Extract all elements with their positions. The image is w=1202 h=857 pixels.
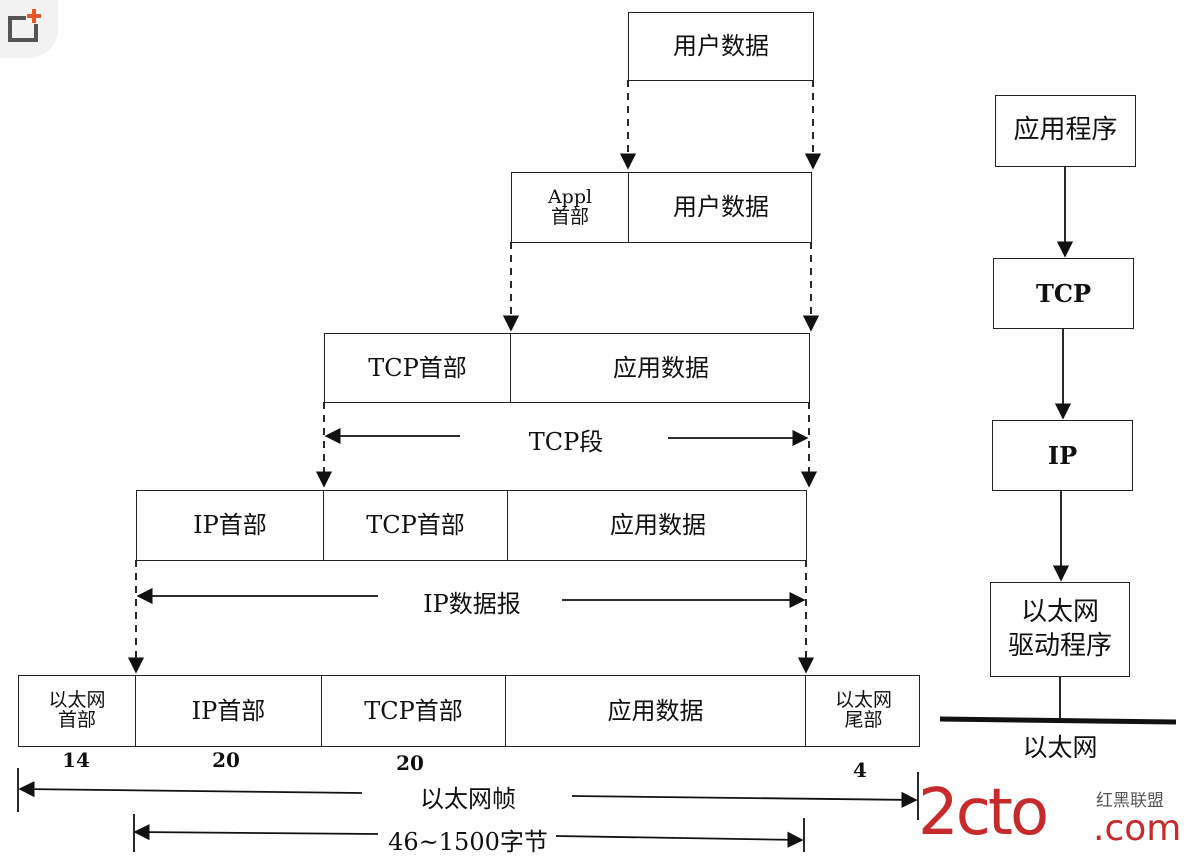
- appl-header-cell: Appl 首部: [547, 185, 593, 228]
- stack-application-box: 应用程序: [995, 95, 1136, 167]
- span-arrow: [18, 781, 363, 798]
- stack-tcp-box: TCP: [993, 258, 1134, 329]
- stack-driver-box: 以太网 驱动程序: [990, 582, 1130, 677]
- eth-ip-header-cell: IP首部: [135, 676, 321, 746]
- tcp-header-cell: TCP首部: [368, 353, 467, 382]
- ip-app-data-cell: 应用数据: [507, 491, 808, 560]
- ethernet-bus-line: [939, 716, 1177, 725]
- eth-header-cell: 以太网 首部: [48, 689, 106, 731]
- tcp-app-data-cell: 应用数据: [510, 334, 811, 402]
- eth-app-data-cell: 应用数据: [505, 676, 805, 746]
- payload-size-label: 46~1500字节: [382, 822, 554, 857]
- tcp-segment-label: TCP段: [522, 422, 610, 457]
- watermark-com: .com: [1093, 808, 1182, 849]
- tcp-header-size: 20: [396, 751, 424, 775]
- span-arrow: [555, 831, 804, 848]
- ethernet-medium-label: 以太网: [1022, 733, 1098, 762]
- appl-user-data-cell: 用户数据: [628, 173, 813, 242]
- stack-ip-box: IP: [992, 420, 1133, 491]
- ip-tcp-header-cell: TCP首部: [323, 491, 507, 560]
- ethernet-frame-box: 以太网 首部 IP首部 TCP首部 应用数据 以太网 尾部: [18, 675, 920, 747]
- eth-tcp-header-cell: TCP首部: [321, 676, 505, 746]
- eth-trailer-size: 4: [853, 758, 867, 782]
- eth-trailer-cell: 以太网 尾部: [805, 676, 921, 746]
- span-arrow: [133, 824, 379, 841]
- watermark-cn: 红黑联盟: [1096, 791, 1164, 811]
- user-data-box: 用户数据: [628, 12, 814, 81]
- tcp-segment-box: TCP首部 应用数据: [324, 333, 810, 403]
- ip-header-size: 20: [212, 748, 240, 772]
- ip-datagram-box: IP首部 TCP首部 应用数据: [136, 490, 807, 561]
- ip-datagram-label: IP数据报: [417, 584, 527, 619]
- add-window-icon[interactable]: [0, 0, 58, 58]
- watermark-logo: 2cto 红黑联盟 .com: [918, 776, 1198, 850]
- ip-header-cell: IP首部: [193, 511, 267, 540]
- user-data-label: 用户数据: [673, 32, 769, 61]
- add-window-icon-graphic: [8, 8, 42, 42]
- watermark-main: 2cto: [918, 776, 1049, 850]
- appl-segment-box: Appl 首部 用户数据: [511, 172, 812, 243]
- ethernet-frame-label: 以太网帧: [414, 779, 522, 814]
- span-arrow: [571, 791, 918, 808]
- eth-header-size: 14: [62, 748, 90, 772]
